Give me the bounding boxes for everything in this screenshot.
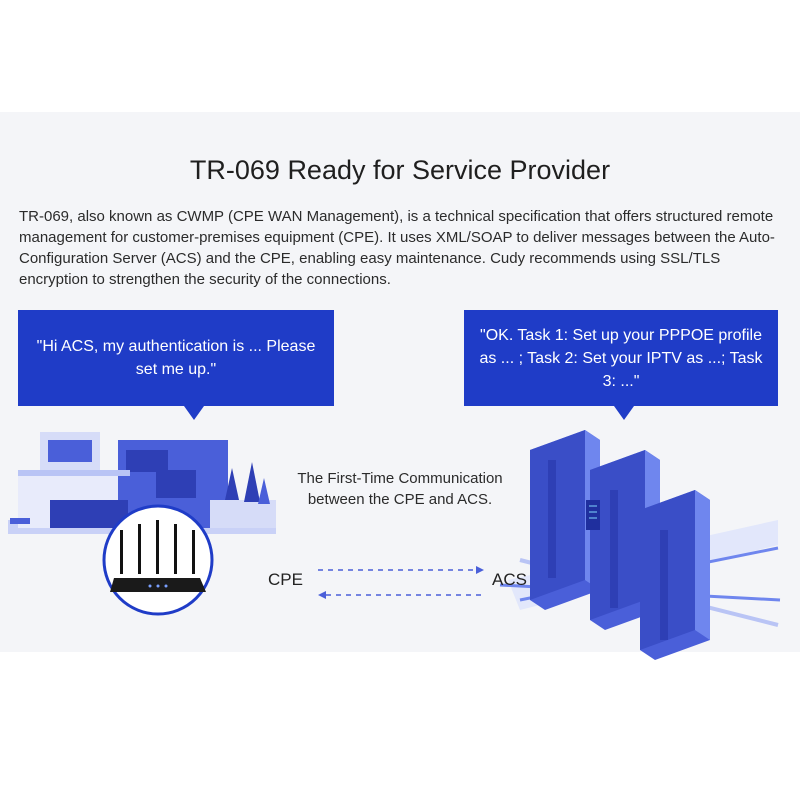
cpe-speech-bubble: "Hi ACS, my authentication is ... Please…: [18, 310, 334, 420]
page-title: TR-069 Ready for Service Provider: [189, 155, 611, 185]
communication-arrows: [318, 566, 484, 599]
communication-caption: The First-Time Communication between the…: [297, 470, 503, 508]
acs-message-text: "OK. Task 1: Set up your PPPOE profile a…: [479, 326, 763, 390]
cpe-message-text: "Hi ACS, my authentication is ... Please…: [36, 338, 316, 378]
router-icon: [102, 504, 214, 616]
cpe-label: CPE: [268, 570, 303, 589]
server-rack-illustration: [499, 430, 781, 660]
description-text: TR-069, also known as CWMP (CPE WAN Mana…: [19, 208, 775, 288]
acs-speech-bubble: "OK. Task 1: Set up your PPPOE profile a…: [464, 310, 778, 420]
acs-label: ACS: [492, 570, 527, 589]
